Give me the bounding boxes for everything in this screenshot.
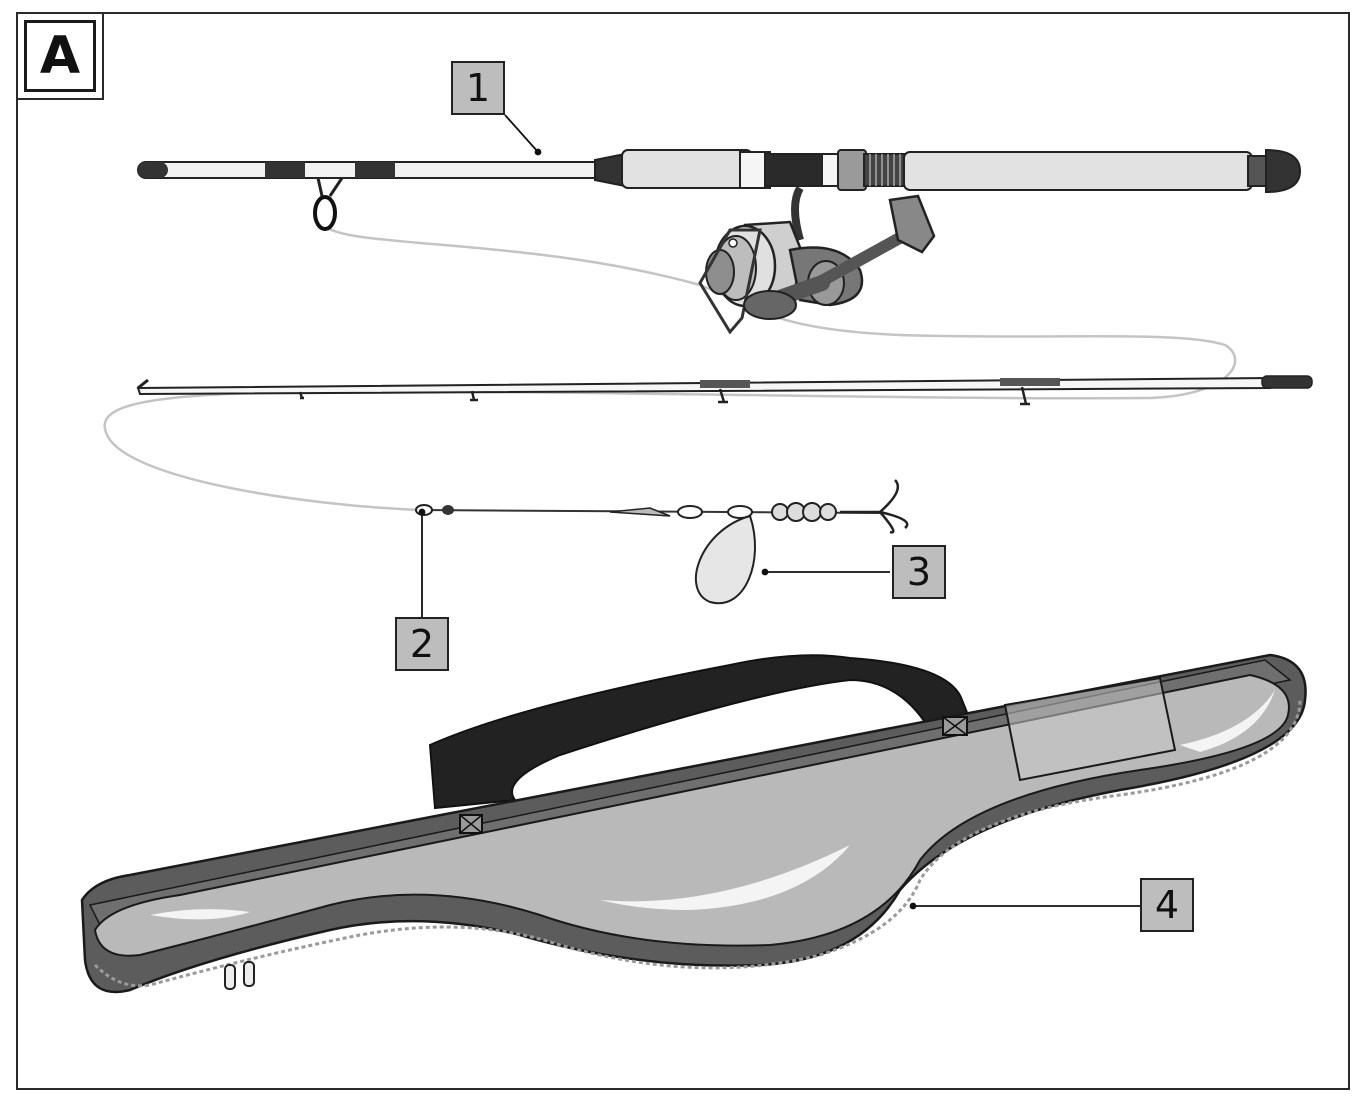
rod-bag (80, 653, 1307, 994)
callout-2: 2 (395, 617, 449, 671)
callout-2-number: 2 (409, 622, 435, 666)
fishing-rod-spare (136, 375, 1313, 406)
spinner-lure (415, 479, 909, 605)
fishing-line (103, 221, 1237, 512)
callout-4: 4 (1140, 878, 1194, 932)
figure-label-box: A (16, 12, 104, 100)
callout-4-number: 4 (1154, 883, 1180, 927)
figure-frame (16, 12, 1350, 1090)
callout-3-number: 3 (906, 550, 932, 594)
callout-1-number: 1 (465, 66, 491, 110)
figure-label: A (39, 26, 81, 86)
leader-lines (418, 114, 1140, 910)
callout-3: 3 (892, 545, 946, 599)
figure-label-inner: A (24, 20, 96, 92)
callout-1: 1 (451, 61, 505, 115)
fishing-rod-with-reel (137, 148, 1302, 335)
